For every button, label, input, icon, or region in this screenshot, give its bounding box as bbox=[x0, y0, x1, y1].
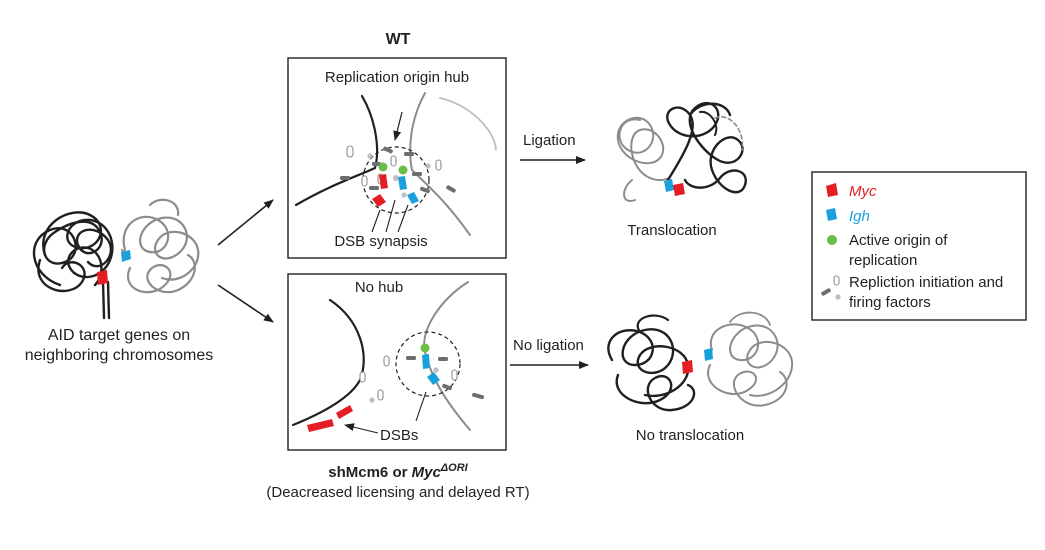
mutant-factors bbox=[359, 355, 484, 403]
arrow-to-wt bbox=[217, 199, 274, 246]
wt-light-strand-2 bbox=[439, 97, 497, 151]
wt-chromosome-strands bbox=[294, 92, 497, 236]
legend-factors-icon bbox=[821, 275, 841, 300]
left-chromosomes bbox=[32, 198, 200, 320]
igh-gene-left bbox=[121, 250, 131, 262]
legend-myc-label: Myc bbox=[849, 183, 877, 200]
separate-myc bbox=[682, 360, 693, 374]
no-ligation-label: No ligation bbox=[513, 337, 584, 354]
mutant-subheading: (Deacreased licensing and delayed RT) bbox=[266, 484, 529, 501]
mutant-dark-strand bbox=[291, 298, 365, 427]
mutant-origin bbox=[420, 343, 430, 353]
wt-heading: WT bbox=[386, 31, 411, 48]
legend-factors-line1: Repliction initiation and bbox=[849, 274, 1003, 291]
wt-panel-frame bbox=[287, 57, 507, 259]
mutant-panel-frame bbox=[287, 273, 507, 451]
wt-hub-boundary bbox=[362, 146, 430, 214]
ligation-label: Ligation bbox=[523, 132, 576, 149]
mutant-igh-cut-2 bbox=[427, 372, 440, 385]
mutant-heading-superscript: ΔORI bbox=[440, 462, 469, 474]
separate-chromosomes bbox=[607, 311, 794, 412]
dsbs-label: DSBs bbox=[380, 427, 418, 444]
wt-dark-strand bbox=[294, 94, 379, 207]
no-hub-label: No hub bbox=[355, 279, 403, 296]
left-dark-chromosome bbox=[32, 211, 114, 320]
mutant-heading-prefix: shMcm6 or bbox=[328, 464, 411, 481]
legend-factors-line2: firing factors bbox=[849, 294, 931, 311]
legend-origin-icon bbox=[827, 235, 837, 245]
wt-light-strand bbox=[409, 92, 471, 236]
legend-frame bbox=[811, 171, 1027, 321]
mutant-igh-cut-1 bbox=[422, 354, 430, 369]
left-light-chromosome bbox=[120, 198, 200, 294]
myc-gene-left bbox=[97, 270, 108, 285]
synapsis-pointers bbox=[371, 199, 409, 233]
wt-origin-2 bbox=[398, 165, 408, 175]
legend-myc-icon bbox=[826, 183, 838, 197]
left-caption-line2: neighboring chromosomes bbox=[25, 347, 214, 364]
separate-igh bbox=[704, 348, 713, 361]
wt-myc-cut-1 bbox=[379, 174, 388, 189]
no-translocation-label: No translocation bbox=[636, 427, 744, 444]
dsb-synapsis-label: DSB synapsis bbox=[334, 233, 427, 250]
translocation-myc bbox=[673, 183, 685, 196]
arrow-to-mutant bbox=[217, 284, 274, 323]
mutant-myc-fragment-1 bbox=[307, 419, 334, 432]
translocation-igh bbox=[664, 179, 674, 192]
wt-origin-1 bbox=[378, 162, 388, 172]
dsb-pointer-line bbox=[415, 391, 427, 422]
wt-factors bbox=[340, 145, 456, 198]
left-caption-line1: AID target genes on bbox=[48, 327, 190, 344]
legend-origin-line1: Active origin of bbox=[849, 232, 948, 249]
mutant-chromosome-strands bbox=[291, 281, 471, 431]
mutant-origin-region bbox=[395, 331, 461, 397]
legend-igh-icon bbox=[826, 208, 837, 221]
legend-igh-label: Igh bbox=[849, 208, 870, 225]
mutant-heading-gene: Myc bbox=[412, 464, 442, 481]
translocation-chromosomes bbox=[616, 101, 747, 202]
mutant-heading: shMcm6 or MycΔORI bbox=[328, 462, 468, 481]
dsb-pointer-arrow bbox=[344, 423, 379, 434]
wt-myc-cut-2 bbox=[372, 194, 386, 207]
mutant-light-strand bbox=[423, 281, 471, 431]
wt-hub-label: Replication origin hub bbox=[325, 69, 469, 86]
mutant-myc-fragment-2 bbox=[336, 405, 353, 419]
wt-igh-cut-2 bbox=[407, 192, 419, 204]
translocation-label: Translocation bbox=[627, 222, 717, 239]
hub-pointer-arrow bbox=[393, 111, 403, 141]
legend-origin-line2: replication bbox=[849, 252, 917, 269]
wt-igh-cut-1 bbox=[398, 176, 407, 190]
